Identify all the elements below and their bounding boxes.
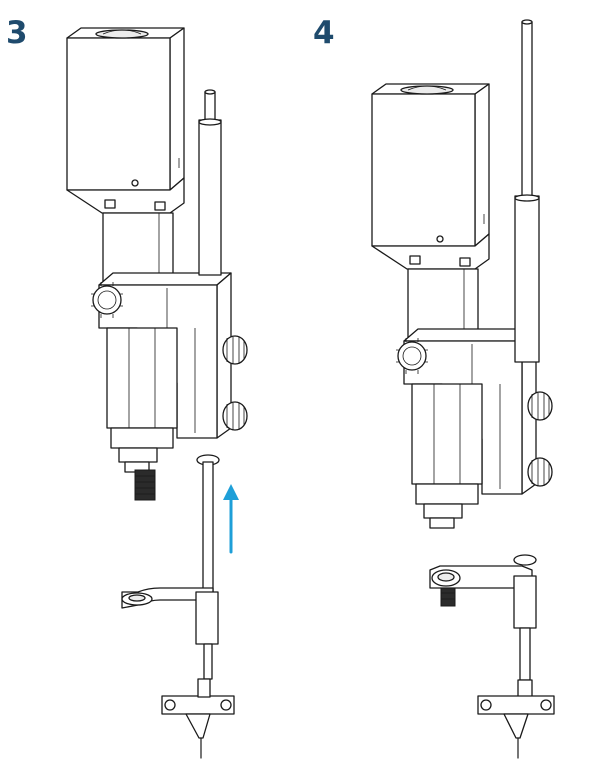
step-4-lower-rod bbox=[477, 554, 555, 759]
step-4-upper-rod bbox=[514, 19, 540, 363]
step-3-upper-rod bbox=[198, 89, 222, 276]
step-3-lower-rod bbox=[121, 454, 235, 759]
step-3-number: 3 bbox=[6, 15, 28, 51]
arrow-up-icon bbox=[223, 484, 239, 554]
step-3-spindle bbox=[134, 469, 156, 501]
step-4-number: 4 bbox=[313, 15, 335, 51]
